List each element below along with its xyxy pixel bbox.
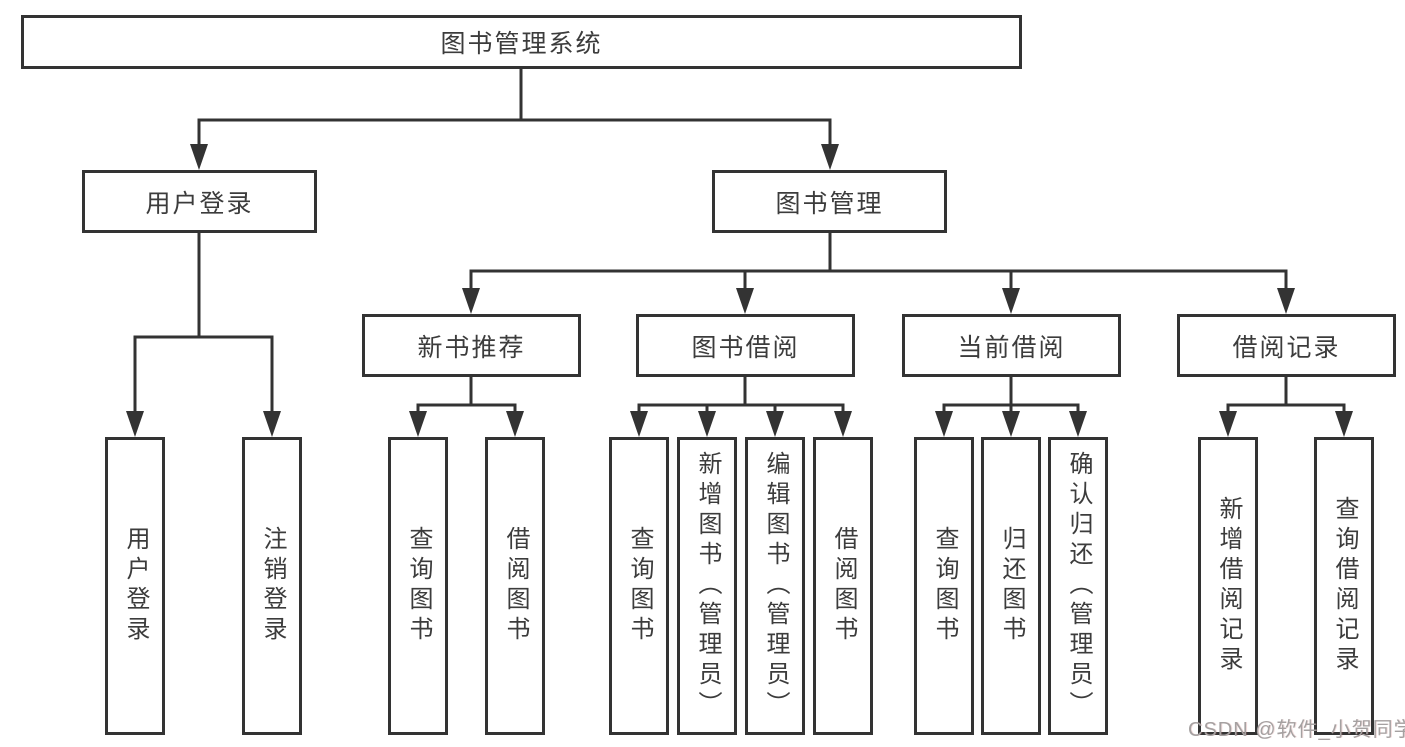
leaf-newbooks-query-book: 查询图书: [388, 437, 448, 735]
leaf-borrow-borrow-book-label: 借阅图书: [830, 526, 857, 646]
connector-newbooks-to-leaves: [416, 377, 517, 413]
leaf-records-add-record: 新增借阅记录: [1198, 437, 1258, 735]
leaf-borrow-borrow-book: 借阅图书: [813, 437, 873, 735]
leaf-borrow-add-book-admin-label: 新增图书（管理员）: [694, 451, 721, 721]
node-book-borrowing-label: 图书借阅: [691, 333, 800, 362]
node-book-management-label: 图书管理: [775, 189, 884, 218]
leaf-borrow-edit-book-admin-label: 编辑图书（管理员）: [762, 451, 789, 721]
arrowhead-icons: [126, 144, 1353, 437]
node-user-login: 用户登录: [82, 170, 317, 233]
node-system-root: 图书管理系统: [21, 15, 1022, 69]
leaf-user-login: 用户登录: [105, 437, 165, 735]
leaf-current-return-book: 归还图书: [981, 437, 1041, 735]
node-book-management: 图书管理: [712, 170, 947, 233]
leaf-borrow-query-book-label: 查询图书: [626, 526, 653, 646]
leaf-current-confirm-return-admin-label: 确认归还（管理员）: [1065, 451, 1092, 721]
leaf-current-return-book-label: 归还图书: [998, 526, 1025, 646]
node-borrowing-records: 借阅记录: [1177, 314, 1396, 377]
connector-lines: [133, 69, 1346, 413]
leaf-borrow-query-book: 查询图书: [609, 437, 669, 735]
leaf-current-query-book: 查询图书: [914, 437, 974, 735]
leaf-user-login-label: 用户登录: [122, 526, 149, 646]
node-new-book-recommend: 新书推荐: [362, 314, 581, 377]
leaf-records-query-record: 查询借阅记录: [1314, 437, 1374, 735]
leaf-newbooks-borrow-book-label: 借阅图书: [502, 526, 529, 646]
leaf-current-confirm-return-admin: 确认归还（管理员）: [1048, 437, 1108, 735]
leaf-logout: 注销登录: [242, 437, 302, 735]
connector-records-to-leaves: [1226, 377, 1346, 413]
leaf-borrow-add-book-admin: 新增图书（管理员）: [677, 437, 737, 735]
node-current-borrowing-label: 当前借阅: [957, 333, 1066, 362]
csdn-watermark: CSDN @软件_小贺同学: [1188, 719, 1405, 741]
node-user-login-label: 用户登录: [145, 189, 254, 218]
node-book-borrowing: 图书借阅: [636, 314, 855, 377]
leaf-records-query-record-label: 查询借阅记录: [1331, 496, 1358, 676]
leaf-newbooks-query-book-label: 查询图书: [405, 526, 432, 646]
connector-current-to-leaves: [942, 377, 1080, 413]
leaf-borrow-edit-book-admin: 编辑图书（管理员）: [745, 437, 805, 735]
leaf-current-query-book-label: 查询图书: [931, 526, 958, 646]
node-current-borrowing: 当前借阅: [902, 314, 1121, 377]
connector-root-to-level2: [197, 69, 832, 146]
connector-bookmgmt-to-level3: [469, 233, 1288, 290]
node-new-book-recommend-label: 新书推荐: [417, 333, 526, 362]
node-borrowing-records-label: 借阅记录: [1232, 333, 1341, 362]
connector-userlogin-to-leaves: [133, 233, 274, 413]
connector-borrow-to-leaves: [637, 377, 845, 413]
leaf-records-add-record-label: 新增借阅记录: [1215, 496, 1242, 676]
node-system-root-label: 图书管理系统: [440, 30, 603, 58]
leaf-newbooks-borrow-book: 借阅图书: [485, 437, 545, 735]
leaf-logout-label: 注销登录: [259, 526, 286, 646]
